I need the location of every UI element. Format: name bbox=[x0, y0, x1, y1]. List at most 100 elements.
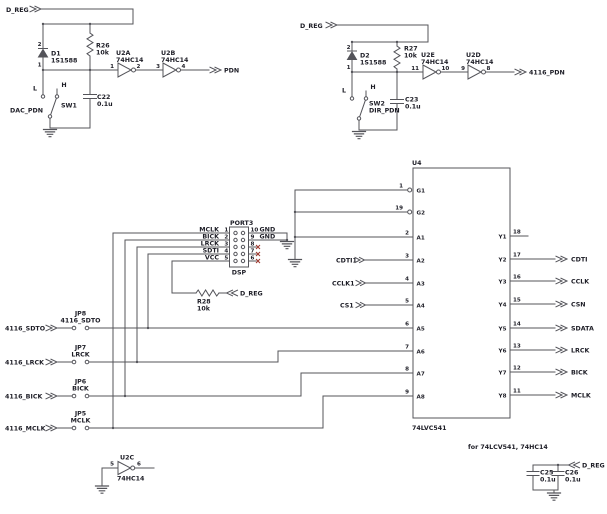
inverter-part: 74HC14 bbox=[116, 57, 144, 64]
pin-number: 11 bbox=[513, 389, 521, 395]
switch-ref: SW1 bbox=[61, 103, 77, 110]
pin-name: A2 bbox=[417, 259, 425, 265]
pin-number: 6 bbox=[251, 256, 255, 262]
header-pin bbox=[240, 258, 246, 264]
cap-value: 0.1u bbox=[97, 101, 113, 108]
capacitor-symbol bbox=[390, 71, 404, 131]
net-arrow-icon bbox=[567, 461, 581, 469]
switch-symbol bbox=[349, 71, 369, 131]
net-arrow-icon bbox=[555, 277, 569, 285]
no-connect-icon bbox=[255, 258, 261, 264]
wire bbox=[294, 189, 414, 260]
net-arrow-icon bbox=[45, 358, 59, 366]
port3-header: PORT3 DSP MCLK BICK LRCK SDTI VCC 1 2 3 … bbox=[112, 220, 295, 277]
pin-number: 8 bbox=[405, 367, 409, 373]
resistor-ref: R26 bbox=[96, 43, 110, 50]
pin-net-label: BICK bbox=[202, 234, 220, 241]
no-connect-icon bbox=[255, 251, 261, 257]
spare-inverter: U2C 74HC14 5 6 bbox=[94, 455, 155, 494]
diode-pin-bottom: 1 bbox=[347, 65, 351, 71]
input-net-label: 4116_SDTO bbox=[5, 326, 46, 333]
resistor-symbol bbox=[393, 41, 401, 73]
pin-number: 1 bbox=[399, 184, 403, 190]
output-net-label: 4116_PDN bbox=[529, 70, 565, 77]
supply-net-label: D_REG bbox=[300, 23, 323, 30]
jumper-ref: JP5 bbox=[74, 411, 86, 418]
net-arrow-icon bbox=[209, 66, 223, 74]
pin-name: A5 bbox=[417, 327, 425, 333]
chip-ref: U4 bbox=[412, 160, 422, 167]
inverter-part: 74HC14 bbox=[421, 59, 449, 66]
net-arrow-icon bbox=[355, 279, 367, 287]
pin-number: 10 bbox=[251, 228, 259, 234]
junction-dot bbox=[285, 238, 289, 242]
chip-part: 74LVC541 bbox=[412, 425, 447, 432]
jumper-pin bbox=[71, 359, 77, 365]
header-pin bbox=[233, 230, 238, 236]
diode-ref: D1 bbox=[51, 51, 61, 58]
inverter-pin-in: 9 bbox=[461, 66, 465, 72]
pin-name: Y7 bbox=[498, 371, 507, 377]
net-arrow-icon bbox=[45, 392, 59, 400]
no-connect-icon bbox=[255, 244, 261, 250]
resistor-ref: R27 bbox=[404, 46, 418, 53]
inverter-pin-out: 4 bbox=[182, 64, 186, 70]
pin-net-label: VCC bbox=[205, 255, 219, 262]
output-net-label: BICK bbox=[571, 370, 589, 377]
junction-dot bbox=[123, 394, 127, 398]
jumper-name: LRCK bbox=[71, 352, 90, 359]
net-arrow-icon bbox=[514, 68, 528, 76]
input-net-label: 4116_BICK bbox=[5, 394, 43, 401]
net-arrow-icon bbox=[555, 391, 569, 399]
inverting-bubble bbox=[407, 187, 413, 193]
jumper-row-bick: 4116_BICK JP6 BICK bbox=[5, 379, 90, 401]
inverter-ref: U2A bbox=[116, 50, 130, 57]
pin-net-label: LRCK bbox=[201, 241, 220, 248]
resistor-value: 10k bbox=[404, 53, 418, 60]
pin-name: Y6 bbox=[498, 349, 507, 355]
header-pin bbox=[233, 251, 238, 257]
capacitor-symbol bbox=[83, 69, 97, 129]
wire bbox=[112, 232, 149, 429]
connector-ref: PORT3 bbox=[230, 220, 253, 227]
junction-dot bbox=[146, 326, 150, 330]
pin-name: A7 bbox=[417, 372, 425, 378]
cap-ref: C22 bbox=[97, 94, 110, 101]
jumper-ref: JP7 bbox=[74, 345, 86, 352]
diode-pin-top: 2 bbox=[347, 45, 351, 51]
inverter-symbol bbox=[117, 62, 136, 78]
output-net-label: PDN bbox=[224, 68, 239, 75]
inverter-part: 74HC14 bbox=[117, 476, 145, 483]
switch-name: DAC_PDN bbox=[10, 108, 43, 115]
inverter-ref: U2D bbox=[466, 52, 481, 59]
inverter-part: 74HC14 bbox=[466, 59, 494, 66]
switch-pos-l: L bbox=[33, 86, 37, 93]
net-arrow-icon bbox=[555, 300, 569, 308]
inverter-pin-in: 3 bbox=[156, 64, 160, 70]
jumper-pin bbox=[71, 425, 77, 431]
input-net-label: CDTI1 bbox=[336, 258, 357, 265]
diode-part: 1S1588 bbox=[360, 60, 386, 67]
jumper-name: 4116_SDTO bbox=[60, 318, 101, 325]
wire bbox=[248, 232, 288, 262]
jumper-name: BICK bbox=[72, 386, 90, 393]
cap-ref: C26 bbox=[565, 470, 579, 477]
pin-number: 7 bbox=[405, 345, 409, 351]
cap-value: 0.1u bbox=[540, 477, 556, 484]
jumper-ref: JP6 bbox=[74, 379, 87, 386]
inverter-pin-in: 1 bbox=[110, 64, 114, 70]
resistor-symbol bbox=[195, 289, 220, 297]
header-pin bbox=[233, 237, 238, 243]
header-pin bbox=[240, 251, 246, 257]
wire bbox=[88, 327, 414, 429]
jumper-pin bbox=[71, 393, 77, 399]
pin-number: 4 bbox=[224, 249, 228, 255]
pin-number: 3 bbox=[224, 242, 228, 248]
ground-icon bbox=[42, 128, 58, 138]
ground-icon bbox=[94, 485, 110, 494]
junction-dot bbox=[293, 210, 297, 214]
jumper-row-sdto: 4116_SDTO JP8 4116_SDTO bbox=[5, 311, 101, 333]
switch-pos-h: H bbox=[370, 84, 375, 91]
diode-pin-top: 2 bbox=[38, 42, 42, 48]
